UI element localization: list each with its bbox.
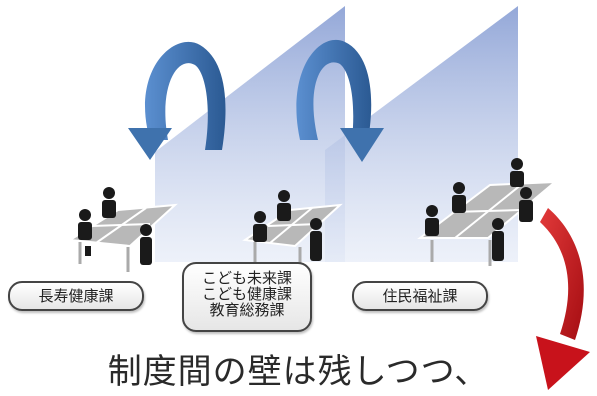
person-icon — [492, 218, 504, 261]
person-icon — [78, 209, 92, 240]
curved-arrow-icon — [296, 39, 372, 140]
person-icon — [310, 218, 322, 261]
meeting-group-2 — [242, 190, 343, 270]
department-label-2: こども未来課 こども健康課 教育総務課 — [182, 262, 312, 332]
department-label-text: 教育総務課 — [209, 301, 285, 319]
person-icon — [102, 187, 116, 218]
curved-arrow-head — [128, 128, 172, 160]
red-curved-arrow-head — [536, 336, 590, 390]
department-label-3: 住民福祉課 — [352, 281, 488, 311]
person-icon — [425, 205, 439, 236]
person-icon — [277, 190, 291, 221]
red-curved-arrow-icon — [540, 208, 584, 340]
department-label-text: 住民福祉課 — [382, 287, 458, 305]
department-label-text: こども未来課 — [201, 269, 292, 287]
wall-right — [325, 6, 518, 262]
department-label-text: こども健康課 — [201, 285, 292, 303]
person-icon — [452, 182, 466, 213]
meeting-group-3 — [417, 158, 558, 266]
person-icon — [510, 158, 524, 187]
caption-text: 制度間の壁は残しつつ、 — [107, 352, 490, 392]
person-icon — [519, 187, 533, 222]
curved-arrow-head — [340, 128, 384, 162]
department-label-text: 長寿健康課 — [38, 287, 114, 305]
meeting-group-1 — [66, 187, 178, 272]
department-label-1: 長寿健康課 — [8, 281, 144, 311]
person-icon — [140, 224, 152, 265]
person-icon — [253, 211, 267, 242]
wall-left — [155, 6, 345, 262]
curved-arrow-icon — [145, 41, 226, 150]
